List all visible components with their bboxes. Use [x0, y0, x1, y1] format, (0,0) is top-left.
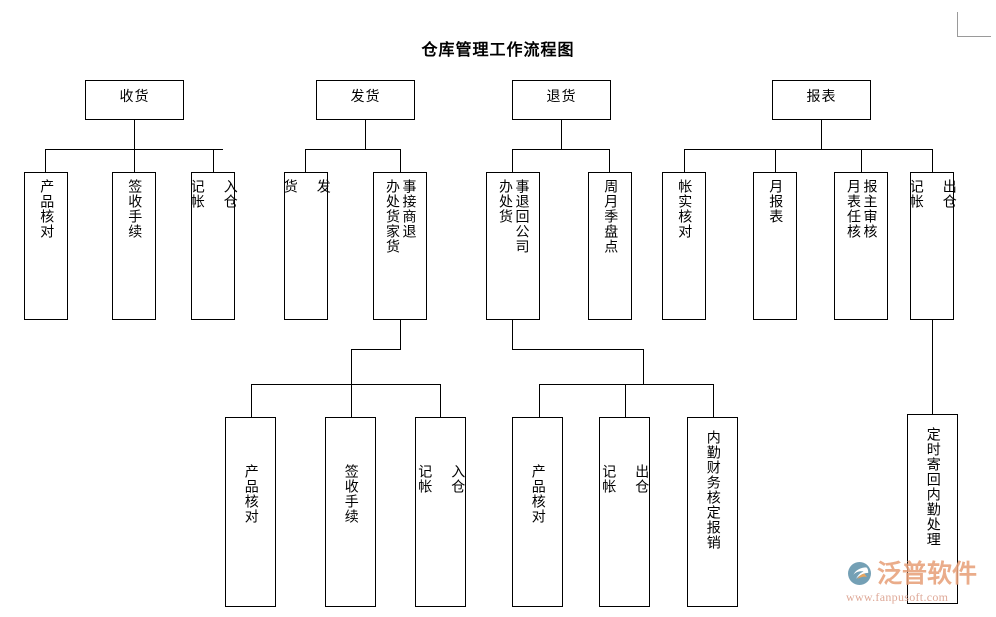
- node-chanpinheadui-1[interactable]: 产品核对: [24, 172, 68, 320]
- node-jieshangjiatuihuo[interactable]: 事接商退 办处货家货: [373, 172, 427, 320]
- node-baozhurenshenhe-text: 报主审核 月表任核: [845, 179, 878, 239]
- node-shouhuo-label: 收货: [119, 89, 150, 105]
- node-chucangjizhang-2[interactable]: 出仓 记帐: [599, 417, 650, 607]
- connector-shouhuo-stem: [134, 119, 135, 150]
- node-chucangjizhang-1-text: 出仓 记帐: [907, 179, 957, 209]
- page-corner-guide: [957, 12, 991, 37]
- node-zhangshiheadui[interactable]: 帐实核对: [662, 172, 706, 320]
- node-chanpinheadui-3-text: 产品核对: [529, 464, 546, 524]
- node-qianshoushouxu-2-text: 签收手续: [342, 464, 359, 524]
- connector-n9-jog: [351, 349, 401, 350]
- node-zhangshiheadui-text: 帐实核对: [676, 179, 693, 239]
- node-qianshoushouxu-2[interactable]: 签收手续: [325, 417, 376, 607]
- connector-fahuo-drop-1: [305, 149, 306, 172]
- connector-chucang-to-dingshi: [932, 320, 933, 414]
- connector-shouhuo-drop-2: [134, 149, 135, 172]
- node-jieshangjiatuihuo-text: 事接商退 办处货家货: [384, 179, 417, 254]
- node-rucangjizhang-1[interactable]: 入仓 记帐: [188, 172, 238, 320]
- node-baozhurenshenhe[interactable]: 报主审核 月表任核: [834, 172, 888, 320]
- node-tuihuo-label: 退货: [546, 89, 577, 105]
- connector-bottommid-bus: [539, 384, 714, 385]
- node-fahuo-label: 发货: [350, 89, 381, 105]
- node-shouhuo[interactable]: 收货: [85, 80, 184, 120]
- connector-n10-jog: [512, 349, 644, 350]
- node-dingshijihui[interactable]: 定时寄回内勤处理: [907, 414, 958, 604]
- node-rucangjizhang-2-text: 入仓 记帐: [416, 464, 466, 494]
- node-zhouyuejipandian[interactable]: 周月季盘点: [588, 172, 632, 320]
- connector-baobiao-drop-1: [684, 149, 685, 172]
- connector-shouhuo-drop-1: [45, 149, 46, 172]
- node-yuebaobiao-text: 月报表: [767, 179, 784, 224]
- node-tuihuigongsi-text: 事退回公司 办处货: [497, 179, 530, 254]
- connector-n10-stem: [643, 349, 644, 385]
- connector-tuihuo-drop-2: [609, 149, 610, 172]
- node-chanpinheadui-1-text: 产品核对: [38, 179, 55, 239]
- connector-tuihuo-stem: [561, 119, 562, 150]
- node-chanpinheadui-3[interactable]: 产品核对: [512, 417, 563, 607]
- connector-bottommid-drop-2: [625, 384, 626, 417]
- node-neiqincaiwu-text: 内勤财务核定报销: [704, 430, 721, 550]
- connector-bottomleft-drop-3: [440, 384, 441, 417]
- connector-fahuo-bus: [305, 149, 401, 150]
- connector-fahuo-drop-2: [400, 149, 401, 172]
- connector-fahuo-stem: [365, 119, 366, 150]
- connector-tuihuo-drop-1: [512, 149, 513, 172]
- connector-baobiao-stem: [821, 119, 822, 150]
- node-zhouyuejipandian-text: 周月季盘点: [602, 179, 619, 254]
- node-chucangjizhang-1[interactable]: 出仓 记帐: [907, 172, 957, 320]
- connector-baobiao-drop-2: [775, 149, 776, 172]
- node-chanpinheadui-2-text: 产品核对: [242, 464, 259, 524]
- connector-shouhuo-drop-3: [213, 149, 214, 172]
- fanpu-logo-icon: [848, 562, 871, 585]
- connector-baobiao-drop-4: [932, 149, 933, 172]
- node-qianshoushouxu-1-text: 签收手续: [126, 179, 143, 239]
- connector-n10-down: [512, 320, 513, 350]
- connector-bottomleft-drop-2: [351, 384, 352, 417]
- node-chanpinheadui-2[interactable]: 产品核对: [225, 417, 276, 607]
- node-rucangjizhang-1-text: 入仓 记帐: [188, 179, 238, 209]
- node-dingshijihui-text: 定时寄回内勤处理: [924, 427, 941, 547]
- node-baobiao-label: 报表: [806, 89, 837, 105]
- connector-baobiao-bus: [684, 149, 932, 150]
- page-title: 仓库管理工作流程图: [421, 40, 575, 59]
- connector-tuihuo-bus: [512, 149, 610, 150]
- node-fahuo-child-text: 发 货: [281, 179, 331, 194]
- connector-n9-stem: [351, 349, 352, 385]
- connector-bottomleft-bus: [251, 384, 440, 385]
- node-neiqincaiwu[interactable]: 内勤财务核定报销: [687, 417, 738, 607]
- node-fahuo[interactable]: 发货: [316, 80, 415, 120]
- node-fahuo-child[interactable]: 发 货: [281, 172, 331, 320]
- connector-bottomleft-drop-1: [251, 384, 252, 417]
- node-qianshoushouxu-1[interactable]: 签收手续: [112, 172, 156, 320]
- connector-bottommid-drop-1: [539, 384, 540, 417]
- connector-baobiao-drop-3: [861, 149, 862, 172]
- node-yuebaobiao[interactable]: 月报表: [753, 172, 797, 320]
- node-tuihuigongsi[interactable]: 事退回公司 办处货: [486, 172, 540, 320]
- connector-bottommid-drop-3: [713, 384, 714, 417]
- node-chucangjizhang-2-text: 出仓 记帐: [600, 464, 650, 494]
- node-rucangjizhang-2[interactable]: 入仓 记帐: [415, 417, 466, 607]
- node-tuihuo[interactable]: 退货: [512, 80, 611, 120]
- connector-n9-down: [400, 320, 401, 350]
- node-baobiao[interactable]: 报表: [772, 80, 871, 120]
